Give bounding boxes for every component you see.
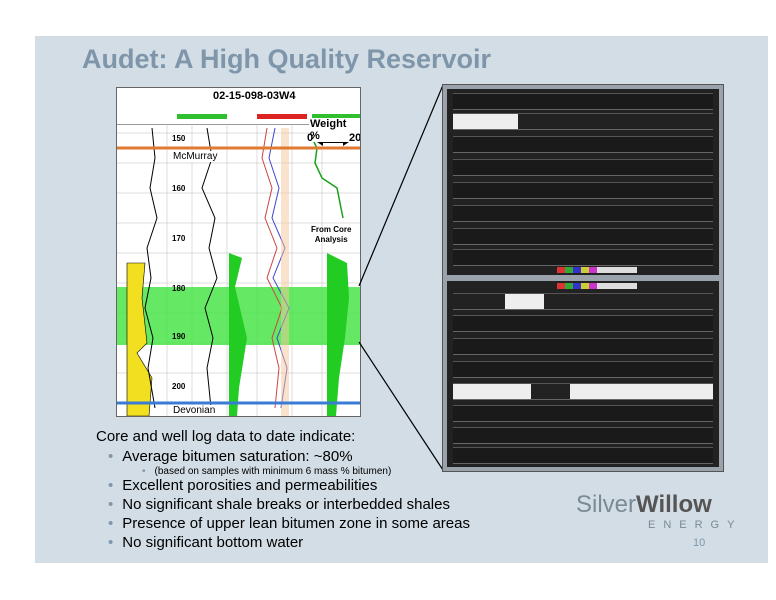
bullet-item: •No significant shale breaks or interbed… — [108, 496, 450, 513]
header-track-bar — [177, 114, 227, 119]
header-track-bar — [312, 114, 360, 119]
log-curve — [261, 127, 283, 409]
header-track-bar — [257, 114, 307, 119]
core-row — [453, 383, 713, 400]
slide-title: Audet: A High Quality Reservoir — [82, 44, 492, 74]
core-row — [453, 93, 713, 110]
bullet-item: •Excellent porosities and permeabilities — [108, 477, 378, 494]
from-core-label: From Core Analysis — [311, 225, 352, 244]
core-row — [453, 293, 713, 310]
core-row — [453, 405, 713, 422]
formation-label-bottom: Devonian — [172, 405, 217, 416]
depth-label: 170 — [172, 234, 186, 243]
core-row — [453, 136, 713, 153]
core-box-upper — [447, 89, 719, 275]
scale-max: 20 — [349, 132, 361, 144]
log-curve — [311, 137, 344, 219]
core-analysis-fill — [327, 253, 349, 416]
core-row — [453, 228, 713, 245]
silverwillow-logo: SilverWillow ENERGY — [576, 491, 734, 531]
well-log-tracks — [117, 124, 360, 416]
sub-bullet-item: •(based on samples with minimum 6 mass %… — [142, 466, 392, 477]
color-scale-bar — [557, 283, 637, 289]
depth-label: 150 — [172, 134, 186, 143]
depth-label: 180 — [172, 284, 186, 293]
scale-min: 0 — [307, 132, 314, 144]
well-log-panel: 02-15-098-03W4 — [116, 87, 361, 417]
log-curve — [144, 127, 158, 409]
core-row — [453, 249, 713, 266]
well-id: 02-15-098-03W4 — [213, 90, 296, 102]
bullet-item: •Average bitumen saturation: ~80% — [108, 448, 353, 465]
core-photo — [442, 84, 724, 472]
core-row — [453, 427, 713, 444]
core-row — [453, 315, 713, 332]
core-row — [453, 159, 713, 176]
weight-label: Weight % — [309, 118, 360, 142]
bullets-intro: Core and well log data to date indicate: — [96, 428, 356, 445]
resistivity-fill — [229, 253, 247, 416]
bullet-item: •Presence of upper lean bitumen zone in … — [108, 515, 470, 532]
bullet-item: •No significant bottom water — [108, 534, 304, 551]
log-band — [281, 128, 289, 416]
core-row — [453, 205, 713, 222]
depth-label: 200 — [172, 382, 186, 391]
core-row — [453, 361, 713, 378]
core-box-lower — [447, 281, 719, 467]
core-row — [453, 447, 713, 464]
core-row — [453, 338, 713, 355]
logo-wordmark: SilverWillow — [576, 491, 712, 518]
log-curve — [201, 127, 218, 409]
depth-label: 190 — [172, 332, 186, 341]
core-row — [453, 182, 713, 199]
formation-label-top: McMurray — [172, 151, 219, 162]
gamma-fill — [126, 262, 153, 416]
color-scale-bar — [557, 267, 637, 273]
page-number: 10 — [693, 537, 706, 549]
core-row — [453, 113, 713, 130]
logo-subtitle: ENERGY — [648, 519, 743, 531]
depth-label: 160 — [172, 184, 186, 193]
